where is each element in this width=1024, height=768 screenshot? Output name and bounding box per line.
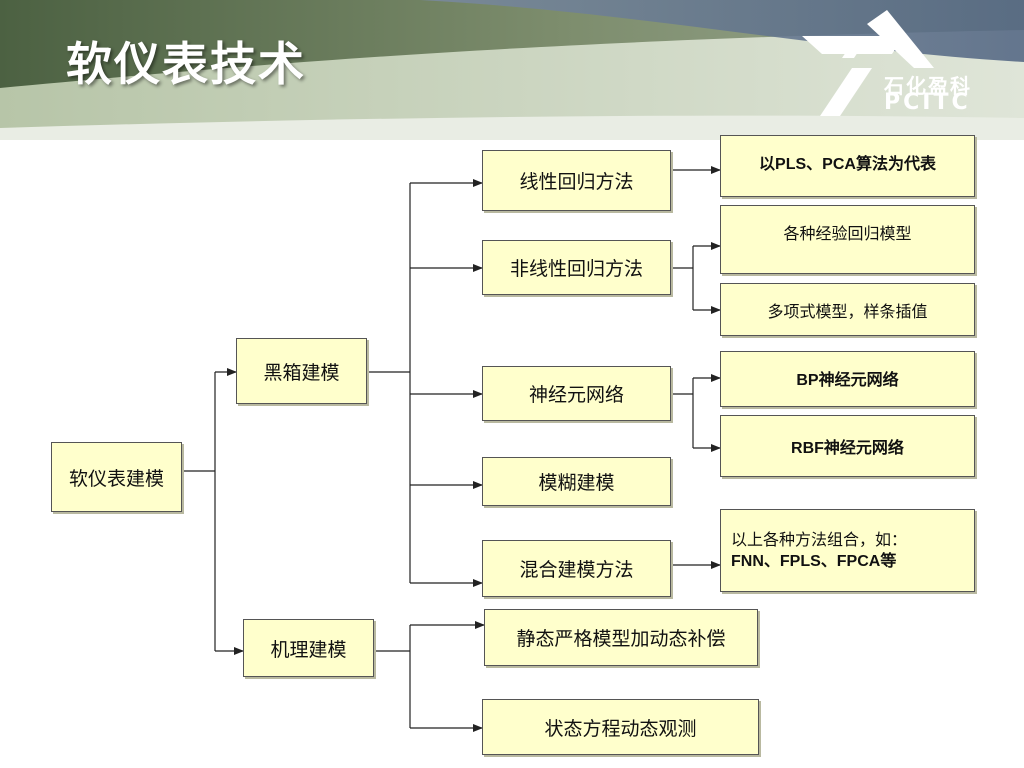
node-root-label: 软仪表建模	[68, 467, 164, 490]
node-linear-regression: 线性回归方法	[482, 150, 671, 211]
node-mechanism-modeling: 机理建模	[243, 619, 374, 677]
node-state-equation-observer-label: 状态方程动态观测	[544, 717, 697, 740]
node-fuzzy-modeling: 模糊建模	[482, 457, 671, 506]
detail-rbf-network: RBF神经元网络	[720, 415, 975, 477]
node-neural-network: 神经元网络	[482, 366, 671, 421]
node-neural-network-label: 神经元网络	[528, 384, 624, 406]
detail-empirical-regression-label: 各种经验回归模型	[783, 224, 912, 243]
node-mechanism-modeling-label: 机理建模	[270, 638, 347, 661]
detail-polynomial-spline-label: 多项式模型，样条插值	[767, 301, 928, 321]
pcitc-arrow-logo-icon	[802, 10, 934, 116]
node-root: 软仪表建模	[51, 442, 182, 512]
node-static-rigorous-model: 静态严格模型加动态补偿	[484, 609, 758, 666]
detail-empirical-regression: 各种经验回归模型	[720, 205, 975, 274]
detail-pls-pca: 以PLS、PCA算法为代表	[720, 135, 975, 197]
node-blackbox-modeling: 黑箱建模	[236, 338, 367, 404]
detail-rbf-network-label: RBF神经元网络	[791, 440, 904, 457]
detail-hybrid-combination: 以上各种方法组合，如： FNN、FPLS、FPCA等	[720, 509, 975, 592]
detail-hybrid-combination-line1: 以上各种方法组合，如：	[731, 529, 908, 549]
node-linear-regression-label: 线性回归方法	[519, 171, 634, 193]
detail-hybrid-combination-line2: FNN、FPLS、FPCA等	[731, 552, 897, 570]
node-hybrid-modeling-label: 混合建模方法	[519, 559, 634, 581]
slide-title: 软仪表技术	[66, 37, 306, 91]
node-static-rigorous-model-label: 静态严格模型加动态补偿	[516, 628, 726, 650]
detail-bp-network-label: BP神经元网络	[796, 372, 899, 389]
detail-bp-network: BP神经元网络	[720, 351, 975, 407]
detail-polynomial-spline: 多项式模型，样条插值	[720, 283, 975, 336]
node-fuzzy-modeling-label: 模糊建模	[538, 472, 615, 494]
logo-chinese-text: 石化盈科	[884, 74, 972, 98]
node-nonlinear-regression-label: 非线性回归方法	[509, 258, 643, 280]
logo-english-text: PCITC	[884, 90, 971, 115]
node-nonlinear-regression: 非线性回归方法	[482, 240, 671, 295]
node-state-equation-observer: 状态方程动态观测	[482, 699, 759, 755]
node-hybrid-modeling: 混合建模方法	[482, 540, 671, 597]
detail-pls-pca-label: 以PLS、PCA算法为代表	[759, 156, 936, 173]
node-blackbox-modeling-label: 黑箱建模	[263, 361, 340, 384]
